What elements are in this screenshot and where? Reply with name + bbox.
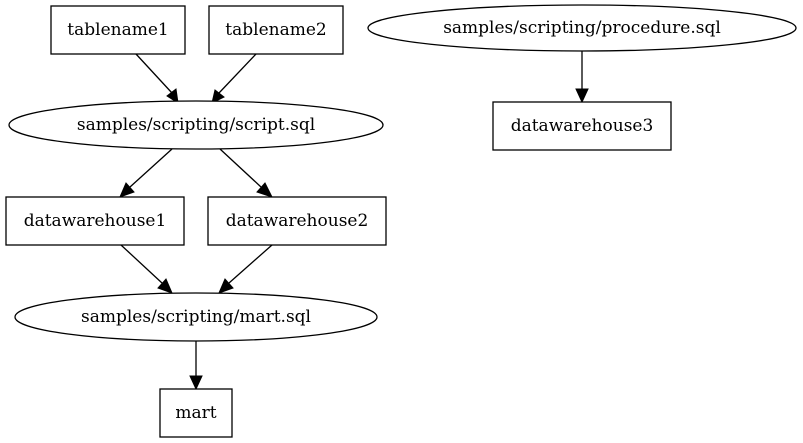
node-label: mart <box>175 403 216 423</box>
node-script-sql[interactable]: samples/scripting/script.sql <box>8 100 384 150</box>
table-box <box>50 5 186 55</box>
nodes: tablename1 tablename2 samples/scripting/… <box>5 4 797 438</box>
node-datawarehouse2[interactable]: datawarehouse2 <box>207 196 387 246</box>
edge-tablename2-to-script-sql <box>211 53 257 104</box>
table-box <box>207 196 387 246</box>
node-label: samples/scripting/mart.sql <box>81 307 311 327</box>
script-ellipse <box>367 4 797 52</box>
node-label: datawarehouse2 <box>226 211 369 231</box>
node-datawarehouse3[interactable]: datawarehouse3 <box>492 101 672 151</box>
table-box <box>492 101 672 151</box>
edge-procedure-sql-to-datawarehouse3 <box>575 51 589 104</box>
edge-datawarehouse2-to-mart-sql <box>218 244 273 294</box>
edge-script-sql-to-datawarehouse2 <box>219 148 273 198</box>
script-ellipse <box>8 100 384 150</box>
table-box <box>208 5 344 55</box>
node-mart-sql[interactable]: samples/scripting/mart.sql <box>14 292 378 342</box>
table-box <box>5 196 185 246</box>
node-label: samples/scripting/script.sql <box>77 115 315 135</box>
script-ellipse <box>14 292 378 342</box>
edge-datawarehouse1-to-mart-sql <box>120 244 173 294</box>
node-procedure-sql[interactable]: samples/scripting/procedure.sql <box>367 4 797 52</box>
node-label: tablename1 <box>67 20 168 40</box>
table-box <box>159 388 233 438</box>
node-mart[interactable]: mart <box>159 388 233 438</box>
node-tablename2[interactable]: tablename2 <box>208 5 344 55</box>
node-tablename1[interactable]: tablename1 <box>50 5 186 55</box>
edge-tablename1-to-script-sql <box>135 53 179 105</box>
edge-mart-sql-to-mart <box>189 341 203 391</box>
node-datawarehouse1[interactable]: datawarehouse1 <box>5 196 185 246</box>
node-label: samples/scripting/procedure.sql <box>443 18 721 38</box>
node-label: datawarehouse1 <box>24 211 167 231</box>
edges <box>119 51 589 391</box>
edge-script-sql-to-datawarehouse1 <box>119 148 173 198</box>
node-label: datawarehouse3 <box>511 116 654 136</box>
node-label: tablename2 <box>225 20 326 40</box>
